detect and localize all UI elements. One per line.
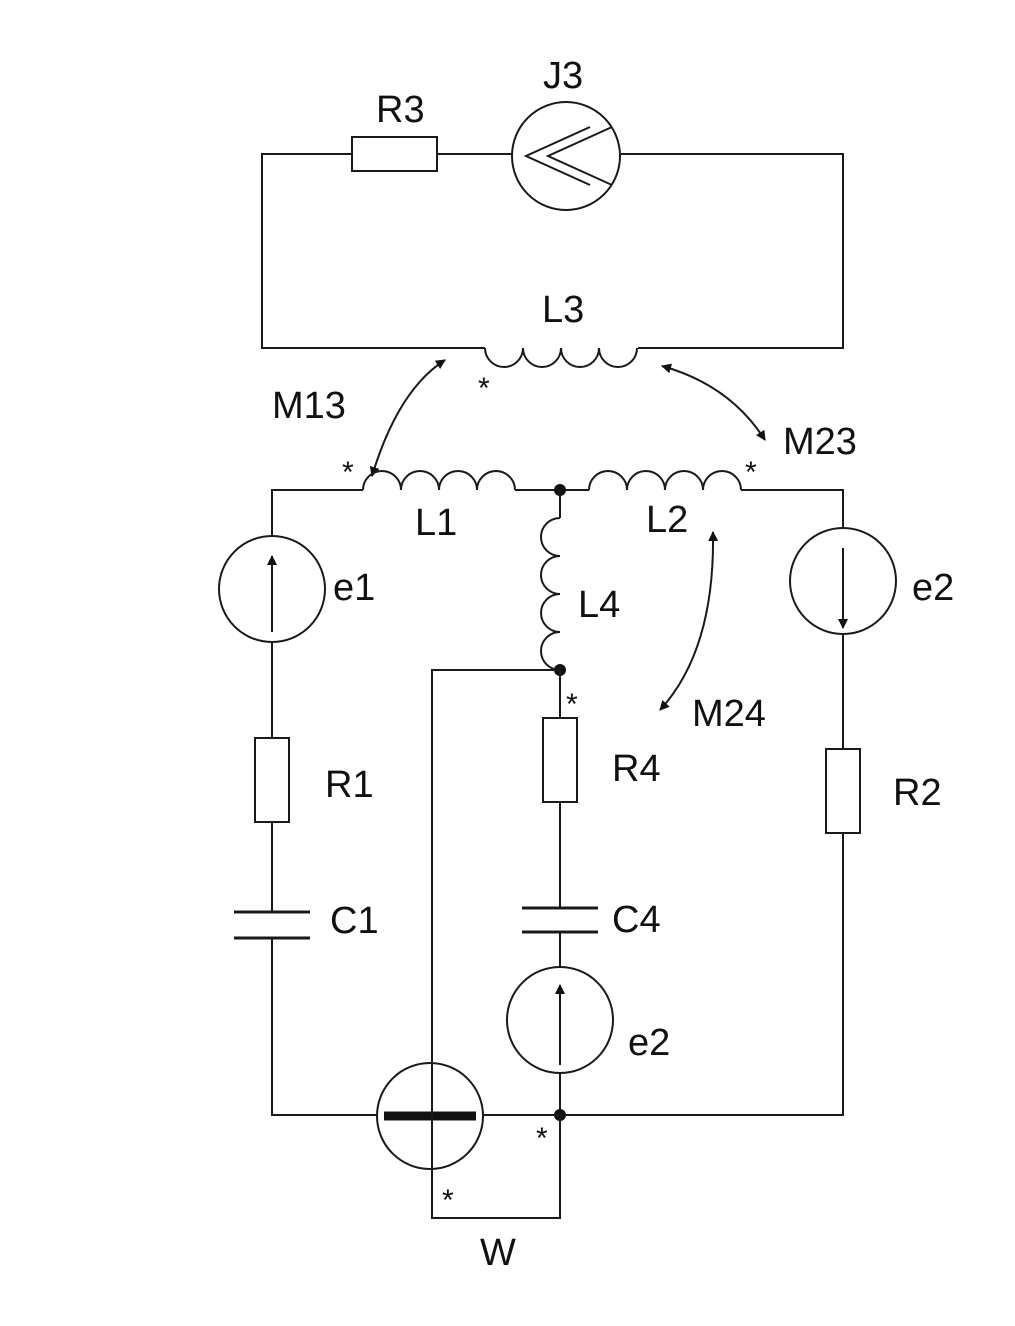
m24-coupling-arrow — [659, 531, 719, 711]
l2-label: L2 — [646, 499, 688, 541]
wire-left-bottom — [271, 938, 378, 1116]
inductor-l1 — [362, 470, 516, 491]
r4-label: R4 — [612, 748, 661, 790]
wattmeter-voltage-lead — [431, 669, 560, 1062]
voltage-source-e2-middle — [506, 966, 614, 1074]
m13-label: M13 — [272, 385, 346, 427]
r4-dot-marker: * — [566, 688, 578, 721]
r1-label: R1 — [325, 764, 374, 806]
l2-dot-marker: * — [745, 456, 757, 489]
voltage-source-e1 — [218, 535, 326, 643]
l3-dot-marker: * — [478, 372, 490, 405]
wire-right-top — [741, 489, 844, 535]
m23-coupling-arrow — [661, 363, 766, 441]
inductor-l4 — [540, 490, 561, 671]
current-source-j3 — [511, 101, 621, 211]
j3-label: J3 — [543, 55, 583, 97]
resistor-r4 — [542, 717, 578, 803]
wattmeter-current-dot-marker: * — [536, 1122, 548, 1155]
resistor-r2 — [825, 748, 861, 834]
l3-label: L3 — [542, 289, 584, 331]
l4-label: L4 — [578, 584, 620, 626]
resistor-r3 — [351, 136, 438, 172]
wire-right-bottom — [560, 833, 844, 1116]
wattmeter-voltage-dot-marker: * — [442, 1184, 454, 1217]
c4-label: C4 — [612, 899, 661, 941]
m23-label: M23 — [783, 421, 857, 463]
wattmeter-voltage-return — [431, 1115, 561, 1219]
c1-label: C1 — [330, 900, 379, 942]
r3-label: R3 — [376, 89, 425, 131]
inductor-l2 — [560, 470, 742, 491]
voltage-source-e2-right — [789, 527, 897, 635]
capacitor-c4 — [522, 906, 598, 934]
e1-label: e1 — [333, 567, 375, 609]
wattmeter-w — [376, 1062, 484, 1170]
top-loop-wires — [261, 153, 844, 349]
l1-label: L1 — [415, 502, 457, 544]
w-label: W — [480, 1232, 516, 1274]
l1-dot-marker: * — [342, 456, 354, 489]
e2-right-label: e2 — [912, 567, 954, 609]
wire-left-top — [271, 489, 363, 536]
capacitor-c1 — [234, 910, 310, 940]
m13-coupling-arrow — [369, 359, 446, 477]
r2-label: R2 — [893, 772, 942, 814]
e2-middle-label: e2 — [628, 1022, 670, 1064]
inductor-l3 — [484, 347, 638, 368]
resistor-r1 — [254, 737, 290, 823]
m24-label: M24 — [692, 693, 766, 735]
